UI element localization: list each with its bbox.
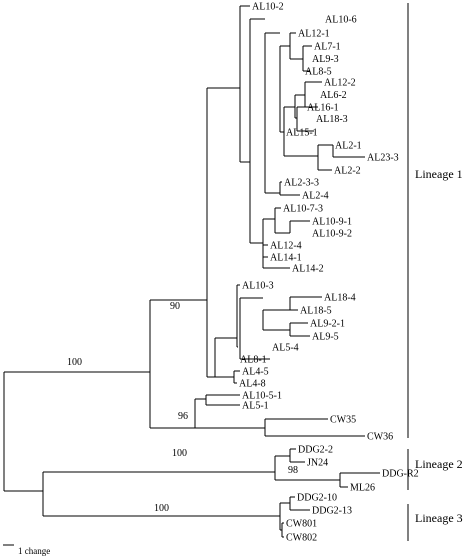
lineage-1-label: Lineage 1	[415, 167, 463, 181]
leaf-label: AL6-2	[320, 90, 347, 101]
leaf-label: DDG2-13	[312, 506, 352, 517]
leaf-label: AL2-3-3	[284, 178, 319, 189]
leaf-label: AL12-1	[298, 29, 330, 40]
leaf-label: AL4-5	[242, 367, 269, 378]
leaf-label: AL10-2	[252, 2, 284, 13]
leaf-label: AL10-9-1	[312, 217, 352, 228]
bootstrap-value: 90	[170, 301, 180, 312]
leaf-label: DDG2-2	[298, 445, 333, 456]
leaf-label: ML26	[350, 483, 375, 494]
leaf-label: AL2-4	[302, 191, 329, 202]
leaf-label: AL9-5	[312, 332, 339, 343]
leaf-label: AL23-3	[367, 153, 399, 164]
bootstrap-value: 98	[288, 465, 298, 476]
leaf-label: CW35	[330, 415, 356, 426]
leaf-label: AL14-2	[292, 264, 324, 275]
leaf-label: AL16-1	[307, 103, 339, 114]
leaf-label: AL14-1	[270, 253, 302, 264]
scale-bar: 1 change	[3, 544, 50, 556]
leaf-label: DDG2-10	[297, 493, 337, 504]
bootstrap-value: 100	[172, 448, 187, 459]
leaf-label: AL8-1	[240, 355, 267, 366]
lineage-brackets: Lineage 1 Lineage 2 Lineage 3	[407, 3, 463, 541]
leaf-label: AL15-1	[286, 128, 318, 139]
leaf-label: AL18-3	[316, 114, 348, 125]
leaf-label: AL12-4	[270, 241, 302, 252]
leaf-label: AL10-9-2	[312, 229, 352, 240]
leaf-label: AL10-6	[325, 15, 357, 26]
leaf-label: AL2-1	[335, 141, 362, 152]
leaf-label: AL4-8	[239, 379, 266, 390]
scale-bar-label: 1 change	[18, 546, 50, 556]
leaf-label: AL10-7-3	[283, 204, 323, 215]
bootstrap-value: 100	[154, 503, 169, 514]
bootstrap-value: 96	[178, 411, 188, 422]
leaf-label: AL18-4	[324, 293, 356, 304]
leaf-label: DDG-R2	[382, 469, 419, 480]
lineage-3-label: Lineage 3	[415, 511, 463, 525]
leaf-label: AL10-3	[242, 281, 274, 292]
leaf-label: AL2-2	[334, 166, 361, 177]
leaf-label: JN24	[307, 458, 328, 469]
leaf-label: CW802	[286, 533, 317, 544]
leaf-labels: AL10-2 AL10-6 AL12-1 AL7-1 AL9-3 AL8-5 A…	[239, 2, 419, 544]
leaf-label: CW36	[367, 432, 393, 443]
leaf-label: AL10-5-1	[242, 391, 282, 402]
leaf-label: AL12-2	[324, 78, 356, 89]
lineage-2-label: Lineage 2	[415, 457, 463, 471]
leaf-label: AL5-4	[272, 343, 299, 354]
tree-branches	[3, 5, 380, 538]
leaf-label: AL7-1	[314, 42, 341, 53]
leaf-label: AL9-2-1	[310, 319, 345, 330]
leaf-label: AL5-1	[242, 401, 269, 412]
bootstrap-values: 90 100 96 100 98 100	[67, 301, 298, 514]
leaf-label: AL9-3	[312, 54, 339, 65]
leaf-label: AL8-5	[305, 67, 332, 78]
leaf-label: CW801	[286, 519, 317, 530]
bootstrap-value: 100	[67, 357, 82, 368]
leaf-label: AL18-5	[300, 306, 332, 317]
